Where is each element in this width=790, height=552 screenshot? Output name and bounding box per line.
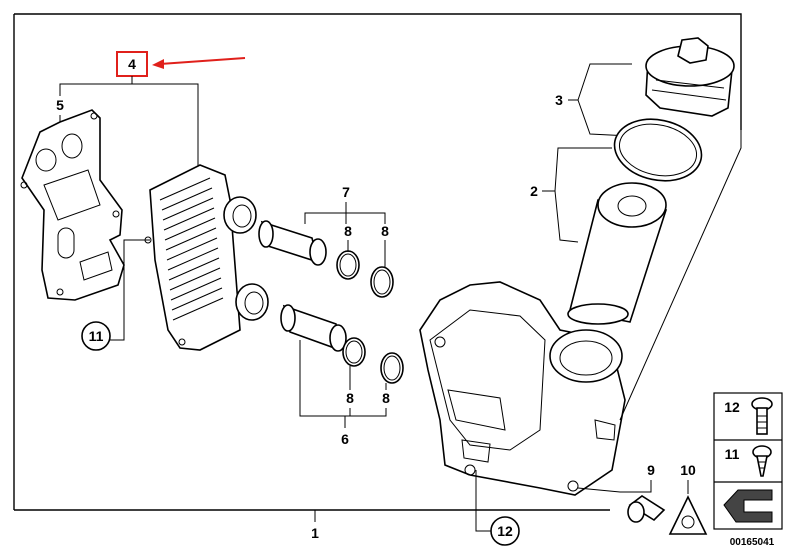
leader-3: [568, 63, 632, 101]
o-ring-upper-a: [336, 250, 360, 280]
leader-2: [542, 147, 612, 192]
callout-4[interactable]: 4: [116, 51, 148, 77]
diagram-code: 00165041: [730, 537, 775, 548]
frame-leader-right: [619, 130, 742, 421]
bolt-icon: [751, 397, 773, 435]
leader-12: [475, 470, 491, 532]
leader-6: [299, 340, 387, 428]
leader-11: [110, 239, 150, 341]
callout-8-lower-b[interactable]: 8: [382, 390, 390, 406]
callout-9[interactable]: 9: [647, 462, 655, 478]
callout-1[interactable]: 1: [311, 525, 319, 541]
warning-label: [668, 495, 708, 535]
oil-cooler: [144, 164, 269, 351]
diagram-frame: [13, 13, 742, 511]
connector-lower: [280, 304, 347, 352]
callout-3[interactable]: 3: [555, 92, 563, 108]
leader-2-b: [554, 190, 579, 243]
gasket: [20, 109, 125, 301]
filter-cap: [645, 37, 735, 117]
svg-text:12: 12: [724, 399, 740, 415]
oil-filter-housing: [419, 281, 626, 496]
o-ring-lower-a: [342, 337, 366, 367]
red-pointer-arrow: [152, 57, 246, 69]
o-ring-lower-b: [380, 352, 404, 384]
callout-5[interactable]: 5: [56, 97, 64, 113]
leader-4: [59, 76, 199, 168]
cap-o-ring: [613, 118, 703, 182]
callout-12[interactable]: 12: [490, 516, 520, 546]
callout-2[interactable]: 2: [530, 183, 538, 199]
callout-8-upper-a[interactable]: 8: [344, 223, 352, 239]
connector-upper: [258, 220, 327, 266]
svg-text:4: 4: [128, 56, 136, 72]
drain-screw: [627, 495, 666, 523]
callout-8-lower-a[interactable]: 8: [346, 390, 354, 406]
screw-icon: [752, 445, 772, 477]
callout-10[interactable]: 10: [680, 462, 696, 478]
svg-text:12: 12: [497, 523, 513, 539]
leader-7: [304, 202, 386, 224]
callout-6[interactable]: 6: [341, 431, 349, 447]
leader-9: [577, 480, 652, 493]
callout-7[interactable]: 7: [342, 184, 350, 200]
direction-arrow-icon: [723, 489, 773, 523]
svg-text:11: 11: [89, 328, 104, 344]
o-ring-upper-b: [370, 266, 394, 298]
legend-row-12: 12: [724, 397, 773, 435]
callout-11[interactable]: 11: [81, 321, 111, 351]
svg-text:11: 11: [725, 446, 740, 462]
legend-row-11: 11: [725, 445, 772, 477]
callout-8-upper-b[interactable]: 8: [381, 223, 389, 239]
filter-element: [567, 182, 668, 325]
